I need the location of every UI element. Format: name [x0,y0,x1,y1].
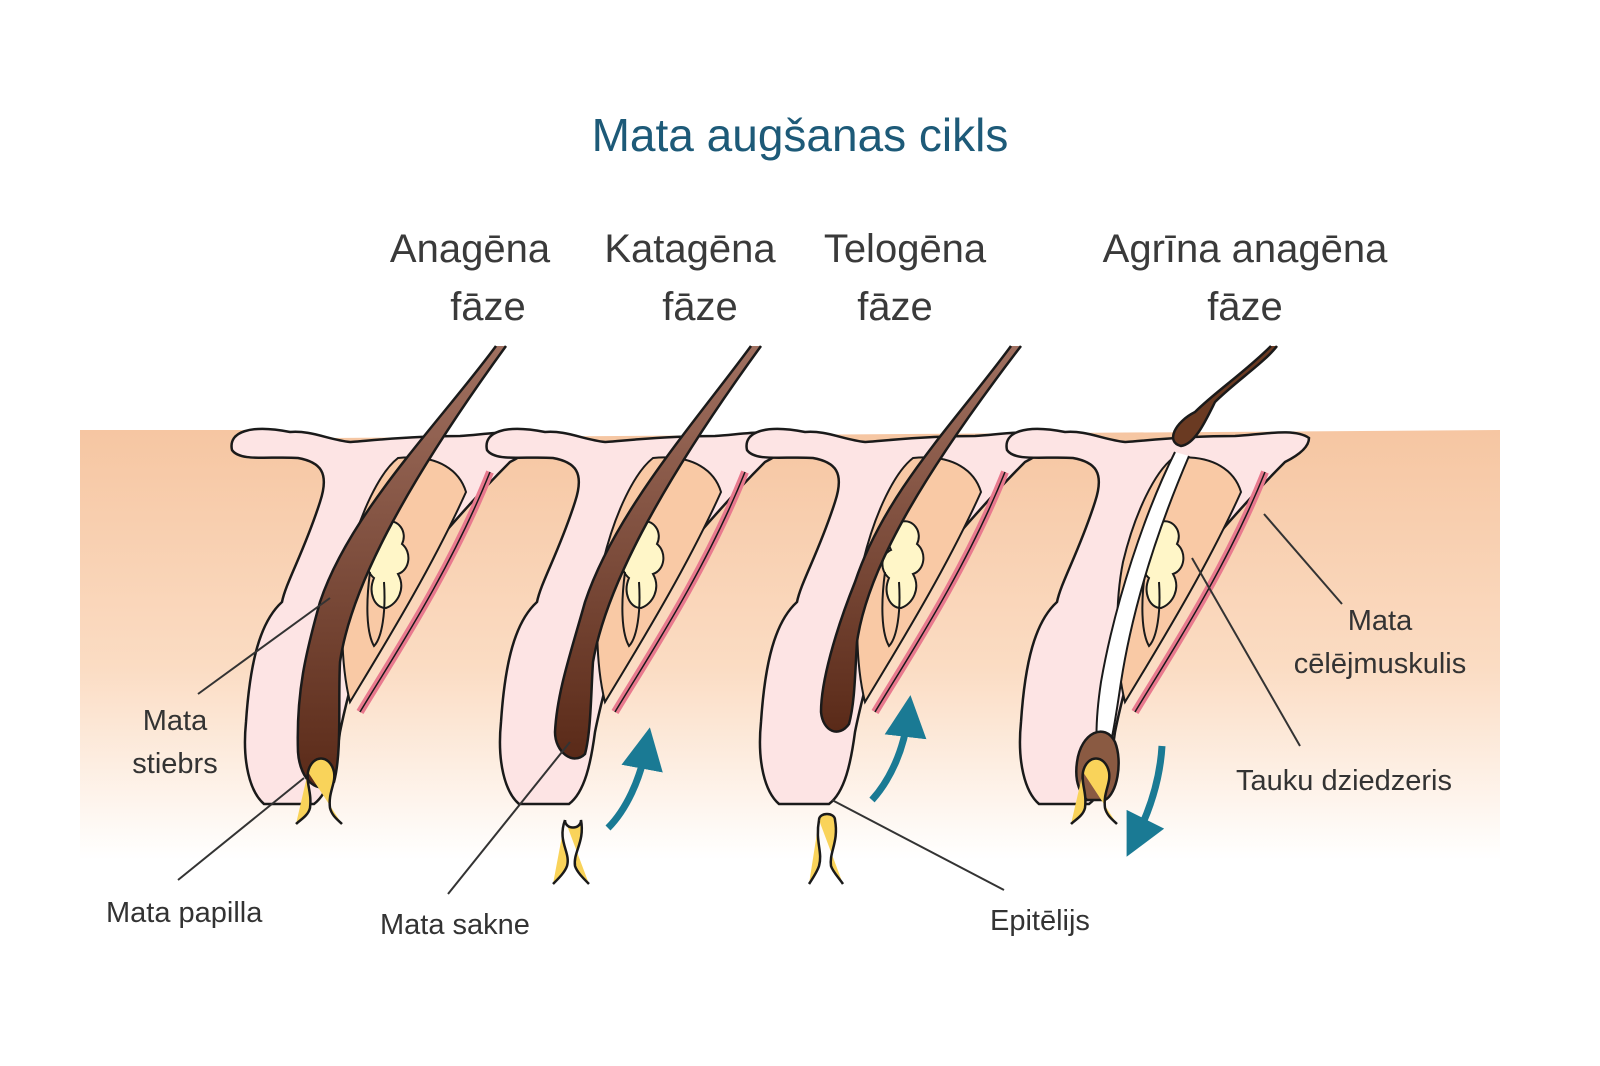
telogen-up-arrow [869,695,927,803]
old-hair-early-anagen [1171,345,1278,448]
label-papilla: Mata papilla [106,897,263,929]
phase-catagen-line1: Katagēna [604,227,776,271]
papilla-early-anagen [1070,757,1118,825]
phase-anagen-line1: Anagēna [389,227,551,271]
diagram-title: Mata augšanas cikls [591,109,1009,161]
phase-telogen-line1: Telogēna [823,227,987,271]
phase-catagen-line2: fāze [662,285,738,329]
follicle-anagen [232,345,534,825]
leader-hair-shaft [197,597,331,695]
follicle-early-anagen [1007,345,1309,825]
hair-shaft-catagen [553,345,763,760]
hair-shaft-telogen [819,345,1022,733]
label-sebaceous: Tauku dziedzeris [1236,765,1452,797]
label-hair-shaft-line1: Mata [142,705,208,737]
label-arrector-line2: cēlējmuskulis [1293,648,1467,680]
phase-catagen-label: Katagēna fāze [590,220,790,336]
leader-arrector [1263,513,1343,605]
leader-papilla [177,777,305,881]
phase-telogen-line2: fāze [857,285,933,329]
early-anagen-down-arrow [1126,745,1166,857]
phase-telogen-label: Telogēna fāze [810,220,1000,336]
leader-root [447,741,571,895]
label-hair-shaft: Mata stiebrs [120,700,230,786]
follicle-catagen [487,345,789,885]
papilla-catagen [552,819,590,885]
phase-early-anagen-line2: fāze [1207,285,1283,329]
leader-epithelium [831,799,1005,891]
phase-anagen-label: Anagēna fāze [380,220,560,336]
papilla-anagen [295,757,343,825]
label-root: Mata sakne [380,909,530,941]
hair-shaft-anagen [296,345,508,789]
label-arrector: Mata cēlējmuskulis [1280,600,1480,686]
label-hair-shaft-line2: stiebrs [132,748,218,780]
catagen-up-arrow [605,727,663,831]
phase-early-anagen-label: Agrīna anagēna fāze [1090,220,1400,336]
leader-sebaceous [1191,557,1301,747]
follicle-telogen [747,345,1049,885]
phase-early-anagen-line1: Agrīna anagēna [1102,227,1388,271]
phase-anagen-line2: fāze [450,285,526,329]
label-epithelium: Epitēlijs [990,905,1090,937]
label-arrector-line1: Mata [1347,605,1413,637]
papilla-telogen [807,812,845,885]
